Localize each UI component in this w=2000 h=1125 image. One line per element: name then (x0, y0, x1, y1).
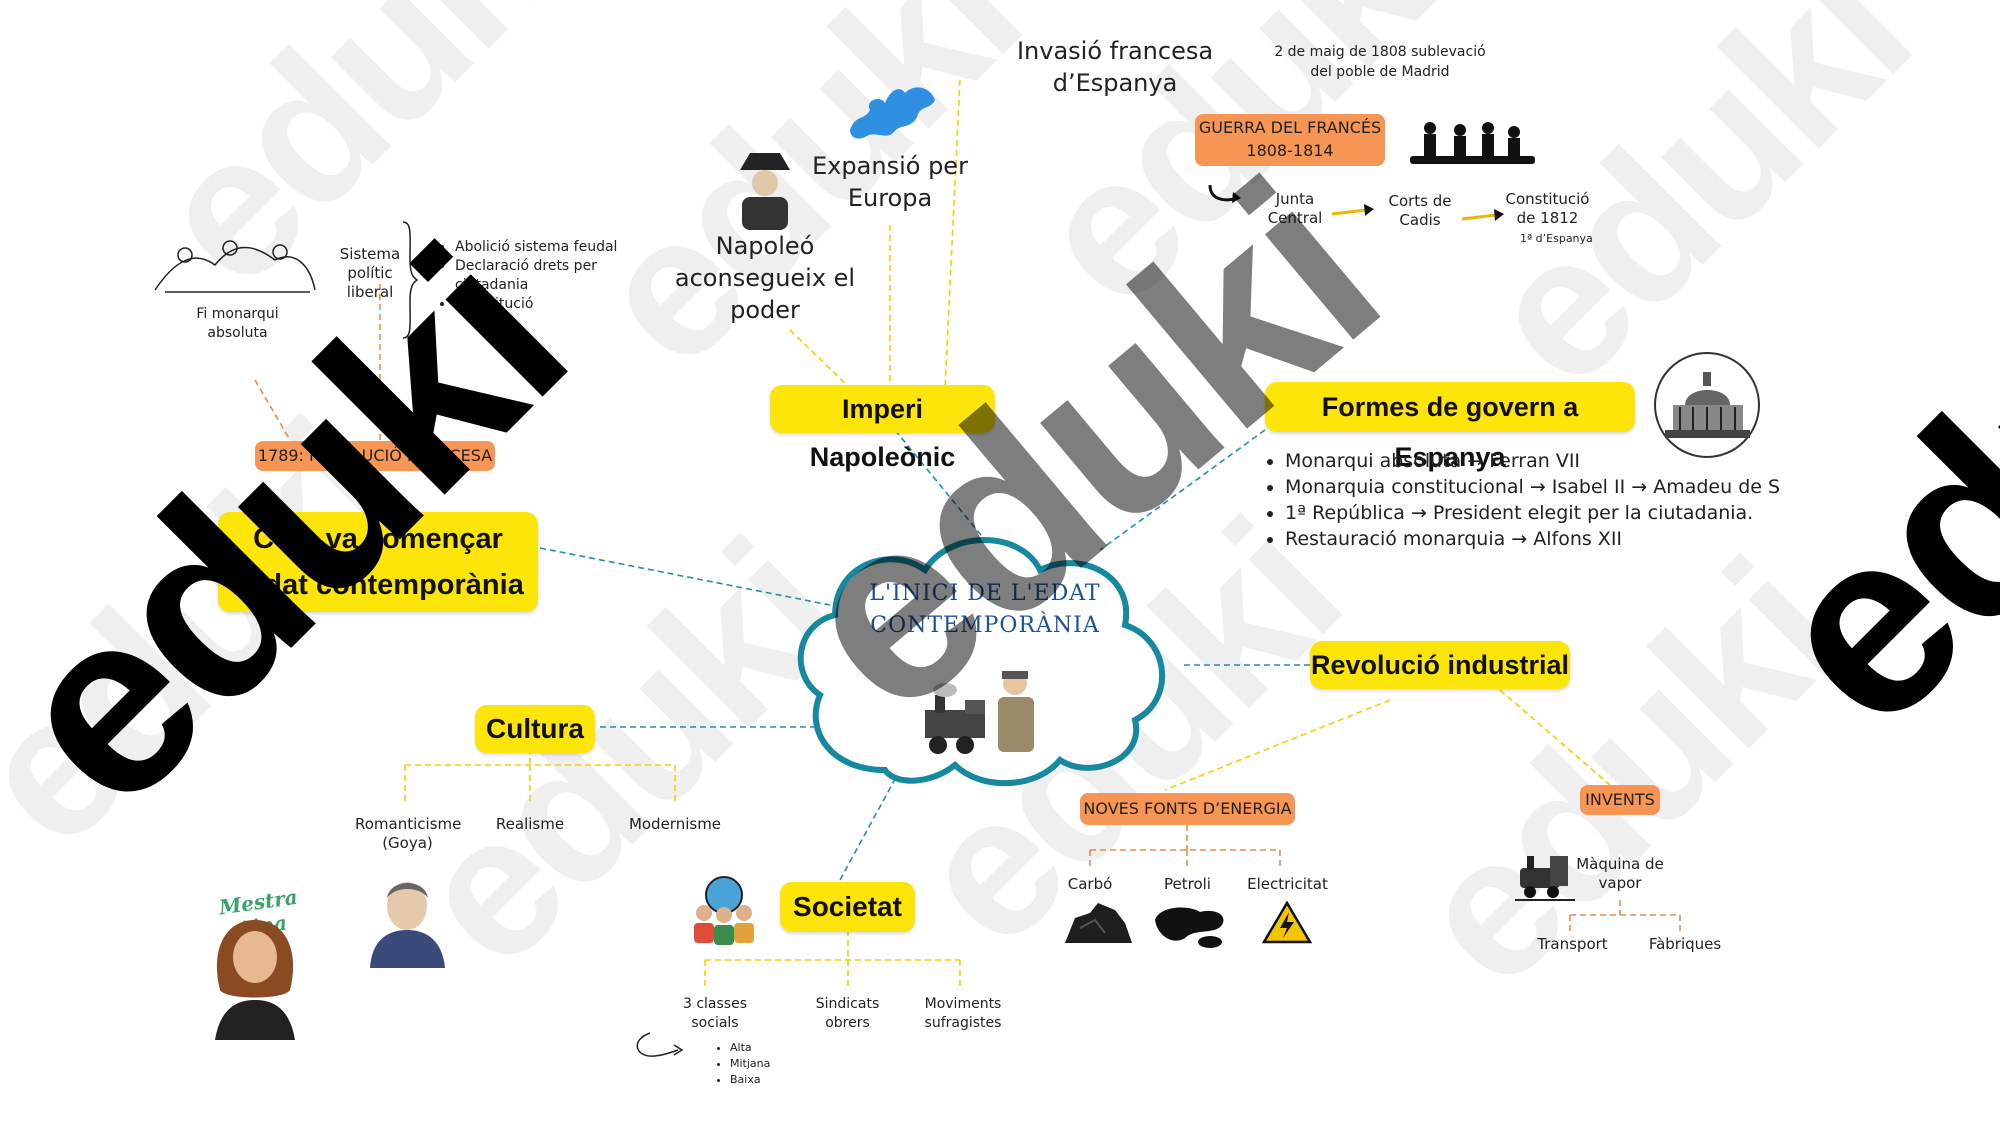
fabriques-label: Fàbriques (1648, 935, 1722, 953)
goya-portrait-icon (370, 882, 445, 968)
formes-govern-list: Monarqui absoluta → Ferran VII Monarquia… (1265, 448, 2000, 552)
electricitat-label: Electricitat (1247, 875, 1328, 893)
class-item: Mitjana (730, 1056, 800, 1072)
societat-node[interactable]: Societat (780, 882, 915, 932)
center-title: L'INICI DE L'EDAT CONTEMPORÀNIA (855, 578, 1115, 642)
arrow-right-icon (1461, 209, 1504, 221)
imperi-napoleonic-node[interactable]: Imperi Napoleònic (770, 385, 995, 472)
formes-item: 1ª República → President elegit per la c… (1285, 500, 2000, 526)
romanticisme-label: Romanticisme (Goya) (355, 815, 462, 852)
central-cloud (797, 537, 1166, 787)
cultura-node[interactable]: Cultura (475, 705, 595, 753)
sublevacio-label: 2 de maig de 1808 sublevació del poble d… (1274, 44, 1486, 80)
guerra-title-line2: 1808-1814 (1246, 141, 1334, 160)
steam-train-icon (1515, 856, 1575, 901)
sistema-liberal-label: Sistema polític liberal (339, 245, 401, 301)
society-people-icon (694, 876, 754, 945)
liberal-system-list: Abolició sistema feudal Declaració drets… (435, 238, 635, 314)
liberal-item: Declaració drets per ciutadania (455, 257, 635, 295)
com-va-comencar-label: Com va començar l’edat contemporània (232, 523, 524, 601)
constitucio-1812-label: Constitució de 1812 (1505, 190, 1590, 227)
formes-govern-node[interactable]: Formes de govern a Espanya (1265, 382, 1635, 472)
coal-icon (1065, 903, 1132, 943)
class-item: Alta (730, 1040, 800, 1056)
guerra-frances-box[interactable]: GUERRA DEL FRANCÉS 1808-1814 (1195, 114, 1385, 166)
napoleo-label: Napoleó aconsegueix el poder (674, 232, 856, 324)
expansio-label: Expansió per Europa (812, 152, 968, 212)
moviments-label: Moviments sufragistes (924, 996, 1002, 1031)
congress-building-icon (1654, 352, 1760, 458)
napoleon-portrait-icon (740, 153, 790, 230)
curved-arrow-icon (1208, 184, 1241, 203)
liberal-item: Constitució (455, 295, 635, 314)
maquina-vapor-label: Màquina de vapor (1576, 855, 1664, 892)
curved-arrow-icon (636, 1032, 684, 1057)
formes-item: Restauració monarquia → Alfons XII (1285, 526, 2000, 552)
guerra-title-line1: GUERRA DEL FRANCÉS (1198, 118, 1382, 137)
europe-map-icon (850, 87, 935, 139)
electricity-warning-icon (1262, 900, 1312, 944)
junta-central-label: Junta Central (1267, 190, 1323, 227)
curly-brace-icon (402, 221, 419, 339)
arrow-right-icon (1331, 204, 1374, 216)
classes-socials-label: 3 classes socials (682, 996, 748, 1031)
train-officer-illustration (920, 665, 1050, 765)
class-item: Baixa (730, 1072, 800, 1088)
constitucio-note: 1ª d’Espanya (1520, 232, 1593, 245)
revolution-engraving-icon (154, 240, 316, 293)
formes-item: Monarquia constitucional → Isabel II → A… (1285, 474, 2000, 500)
invasio-label: Invasió francesa d’Espanya (1016, 37, 1214, 97)
realisme-label: Realisme (495, 815, 565, 833)
com-va-comencar-node[interactable]: Com va començar l’edat contemporània (218, 512, 538, 612)
class-list: Alta Mitjana Baixa (710, 1040, 800, 1088)
modernisme-label: Modernisme (628, 815, 722, 833)
center-title-line1: L'INICI DE L'EDAT (869, 581, 1101, 606)
fi-monarquia-label: Fi monarqui absoluta (196, 306, 279, 341)
oil-spill-icon (1155, 907, 1224, 948)
liberal-item: Abolició sistema feudal (455, 238, 635, 257)
transport-label: Transport (1537, 935, 1608, 953)
sindicats-label: Sindicats obrers (815, 996, 880, 1031)
carbo-label: Carbó (1067, 875, 1113, 893)
petroli-label: Petroli (1164, 875, 1211, 893)
corts-cadis-label: Corts de Cadis (1388, 192, 1452, 229)
center-title-line2: CONTEMPORÀNIA (870, 613, 1100, 638)
invents-box[interactable]: INVENTS (1580, 785, 1660, 815)
revolucio-francesa-box[interactable]: 1789: REVOLUCIÓ FRANCESA (255, 441, 495, 471)
noves-fonts-box[interactable]: NOVES FONTS D’ENERGIA (1080, 793, 1295, 825)
author-avatar (215, 920, 295, 1040)
revolucio-industrial-node[interactable]: Revolució industrial (1310, 641, 1570, 689)
formes-item: Monarqui absoluta → Ferran VII (1285, 448, 2000, 474)
soldiers-silhouette-icon (1410, 122, 1535, 164)
